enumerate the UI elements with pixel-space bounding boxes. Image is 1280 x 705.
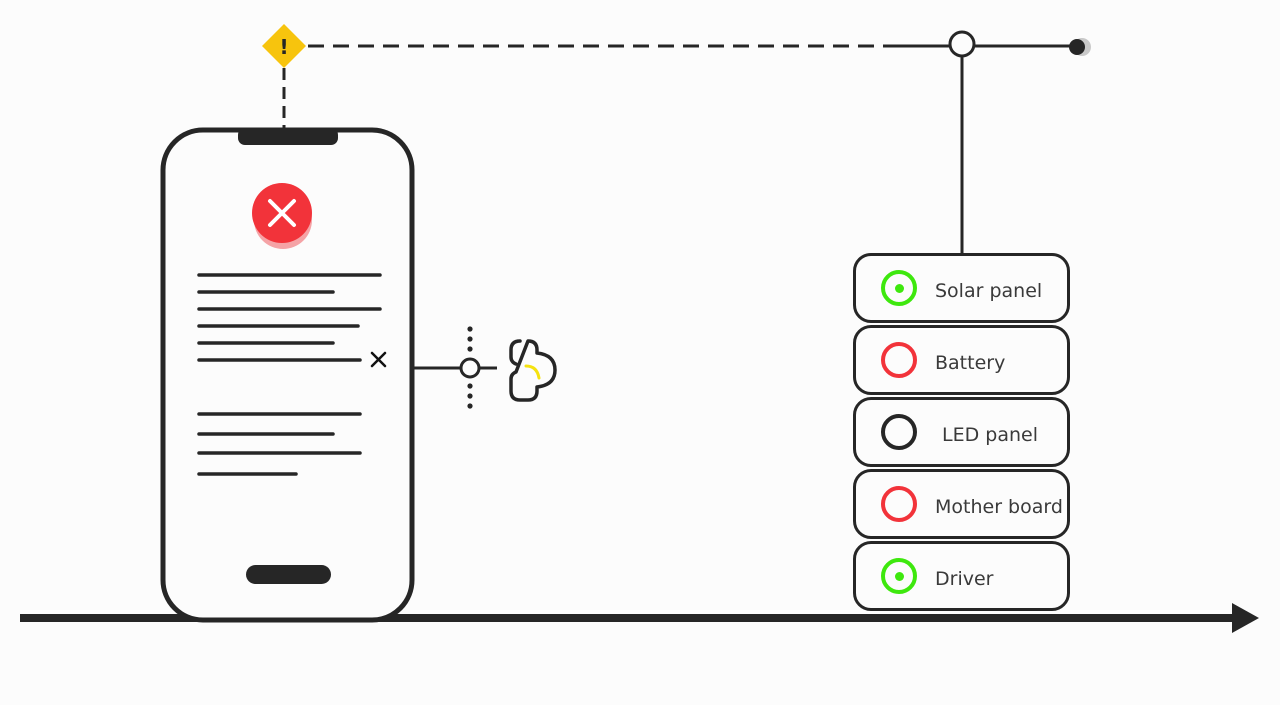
plug-icon[interactable] (509, 339, 557, 402)
phone-device (160, 127, 415, 623)
close-icon[interactable] (370, 351, 387, 368)
status-ring-icon (881, 270, 917, 306)
stack-item-battery[interactable]: Battery (853, 325, 1070, 395)
status-ring-icon (881, 558, 917, 594)
error-circle-icon (252, 183, 312, 249)
stack-item-label: Mother board (935, 496, 1063, 518)
status-dot-icon (895, 284, 904, 293)
stack-item-driver[interactable]: Driver (853, 541, 1070, 611)
warning-glyph: ! (279, 35, 288, 59)
stack-item-mother-board[interactable]: Mother board (853, 469, 1070, 539)
status-ring-icon (881, 342, 917, 378)
stack-item-label: Battery (935, 352, 1006, 374)
arrow-right-icon (1232, 603, 1259, 633)
phone-notch (238, 128, 338, 145)
disconnect-dots (467, 326, 473, 409)
text-lines-placeholder (197, 273, 382, 476)
stack-item-label: Solar panel (935, 280, 1043, 302)
stack-item-led-panel[interactable]: LED panel (853, 397, 1070, 467)
status-ring-icon (881, 414, 917, 450)
status-ring-icon (881, 486, 917, 522)
stack-item-label: LED panel (942, 424, 1038, 446)
status-dot-icon (895, 572, 904, 581)
warning-diamond-icon[interactable]: ! (262, 24, 306, 68)
home-indicator[interactable] (246, 565, 331, 584)
endpoint-dot[interactable] (1069, 39, 1085, 55)
stack-item-solar-panel[interactable]: Solar panel (853, 253, 1070, 323)
cable-node[interactable] (459, 357, 481, 379)
junction-node[interactable] (948, 30, 976, 58)
stack-item-label: Driver (935, 568, 994, 590)
